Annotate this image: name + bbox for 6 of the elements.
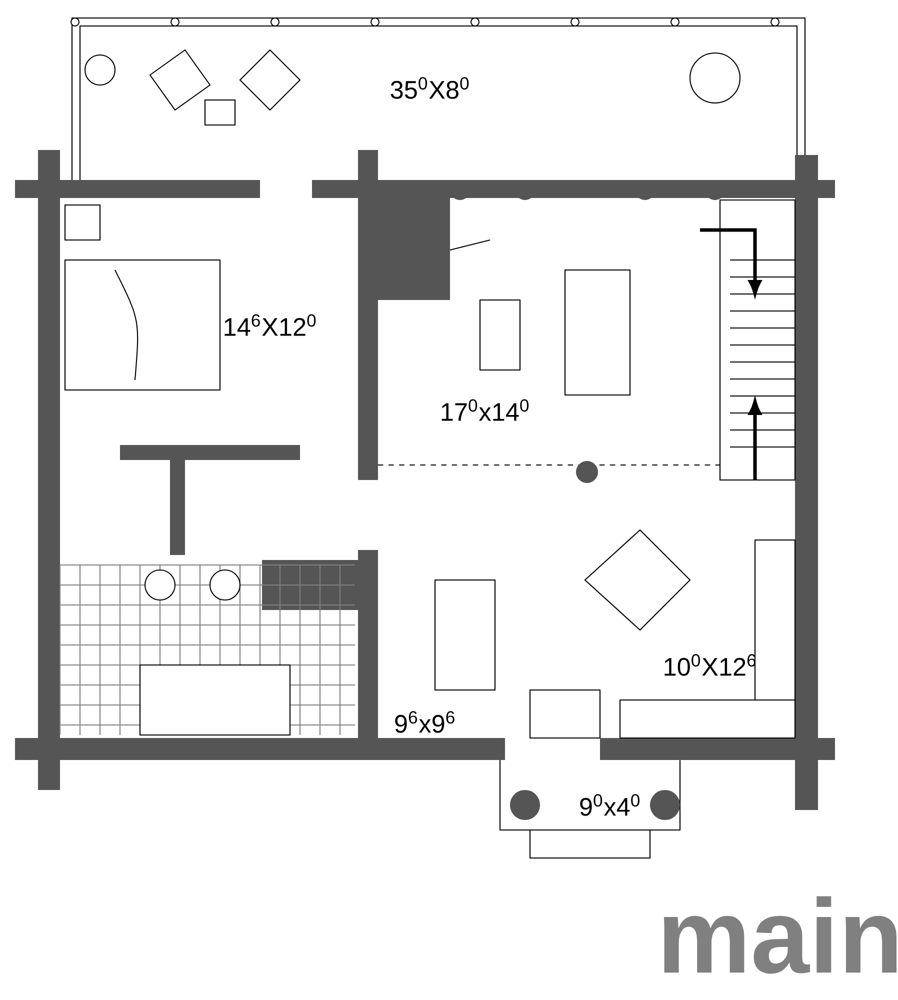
room-dimension: 9$^{0}$x4$^{0}$ [580, 794, 640, 816]
room-dimension: 35$^{0}$X8$^{0}$ [390, 77, 469, 99]
room-dimension: 17$^{0}$x14$^{0}$ [442, 399, 529, 421]
plan-title: main [664, 896, 896, 974]
room-dimension: 14$^{6}$X12$^{0}$ [224, 314, 316, 336]
room-dimension: 9$^{6}$x9$^{6}$ [395, 711, 454, 733]
